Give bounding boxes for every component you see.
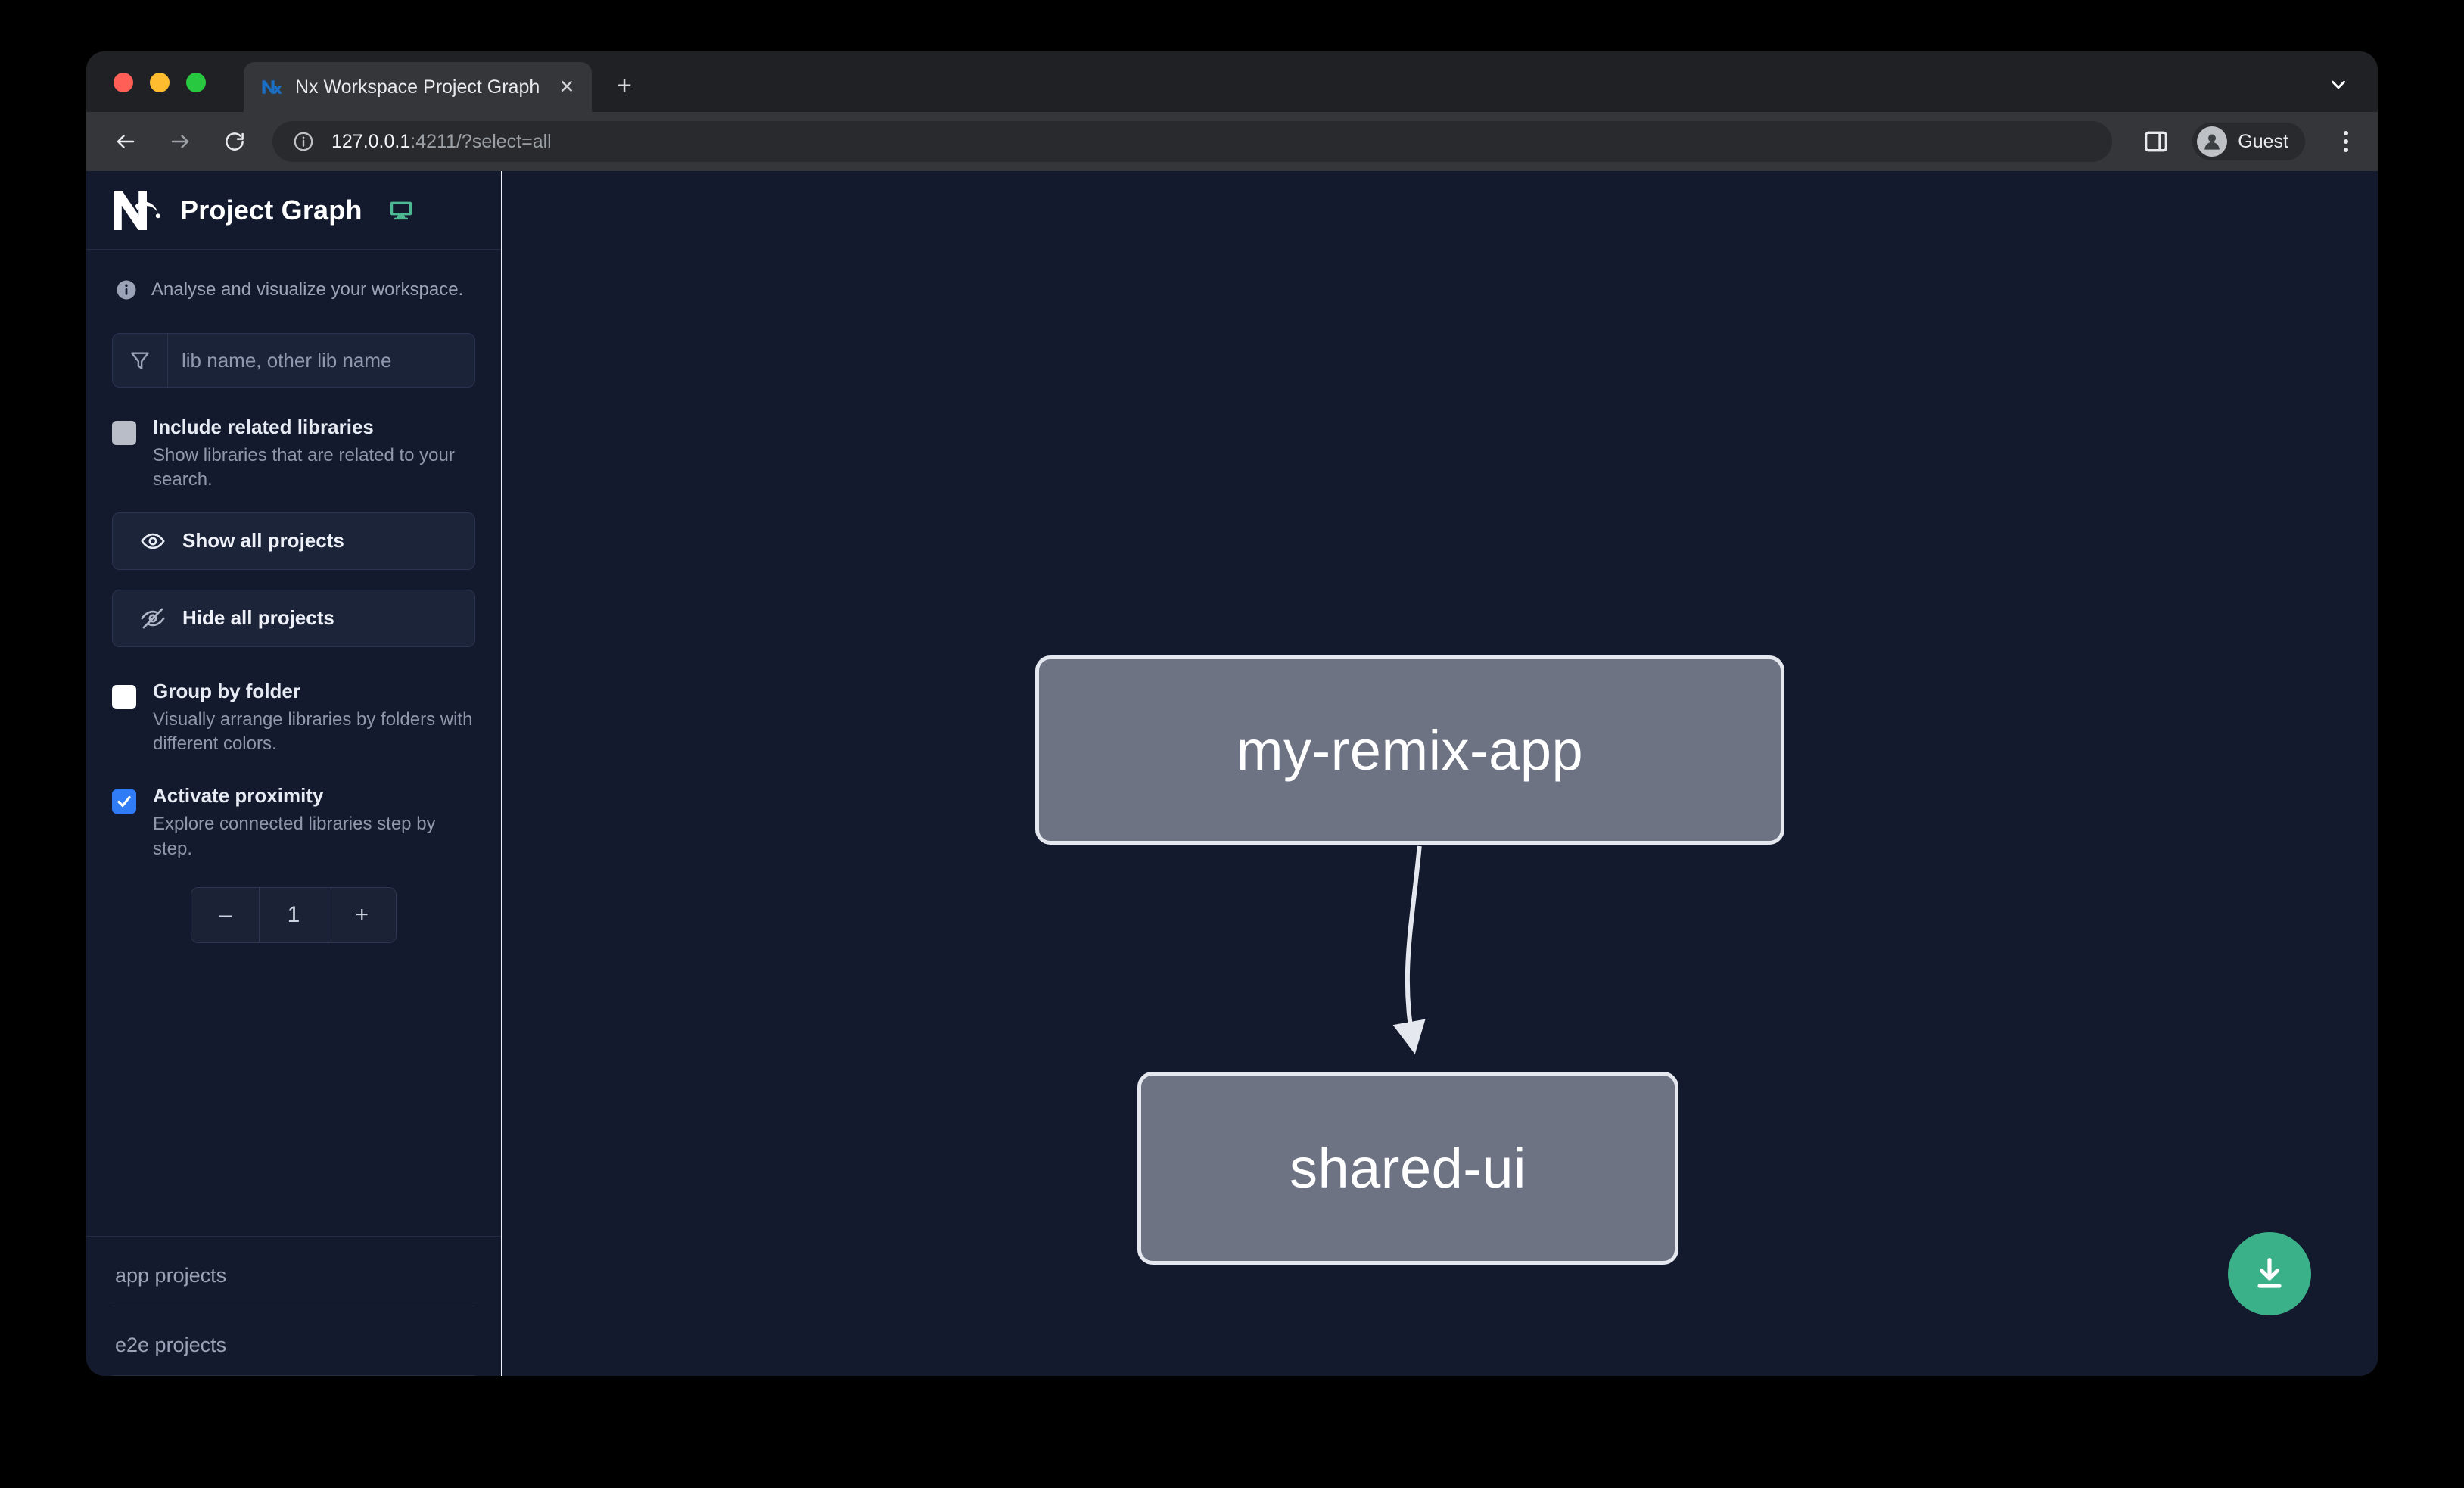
- project-graph-canvas[interactable]: my-remix-app shared-ui: [502, 171, 2378, 1376]
- tab-strip: Nx Workspace Project Graph ✕ +: [86, 51, 2378, 112]
- browser-window: Nx Workspace Project Graph ✕ +: [86, 51, 2378, 1376]
- minimize-window-button[interactable]: [150, 73, 170, 92]
- filter-box[interactable]: [112, 333, 475, 388]
- show-all-projects-label: Show all projects: [182, 529, 344, 553]
- option-label: Group by folder: [153, 679, 300, 702]
- avatar: [2197, 126, 2228, 157]
- proximity-stepper[interactable]: – 1 +: [191, 887, 397, 944]
- tagline-text: Analyse and visualize your workspace.: [151, 279, 464, 300]
- activate-proximity-checkbox[interactable]: [112, 789, 136, 814]
- tab-title: Nx Workspace Project Graph: [295, 76, 540, 98]
- option-label: Include related libraries: [153, 416, 374, 438]
- proximity-value: 1: [259, 888, 328, 943]
- info-icon: [115, 279, 138, 301]
- download-image-button[interactable]: [2228, 1232, 2311, 1315]
- sidebar-section-app-projects[interactable]: app projects: [112, 1237, 475, 1306]
- monitor-icon[interactable]: [388, 198, 414, 223]
- option-group-by-folder[interactable]: Group by folder Visually arrange librari…: [112, 680, 475, 757]
- window-traffic-lights: [114, 73, 206, 92]
- search-input[interactable]: [168, 334, 474, 387]
- close-window-button[interactable]: [114, 73, 133, 92]
- hide-all-projects-button[interactable]: Hide all projects: [112, 589, 475, 647]
- option-activate-proximity[interactable]: Activate proximity Explore connected lib…: [112, 784, 475, 861]
- option-label: Activate proximity: [153, 784, 324, 808]
- three-dots-vertical-icon[interactable]: [2331, 125, 2361, 158]
- url-host: 127.0.0.1: [331, 130, 411, 152]
- url-path: :4211/?select=all: [410, 130, 552, 152]
- sidebar: Project Graph Analy: [86, 171, 521, 1376]
- arrow-left-icon[interactable]: [109, 125, 142, 158]
- address-bar-text: 127.0.0.1:4211/?select=all: [331, 131, 552, 153]
- show-all-projects-button[interactable]: Show all projects: [112, 512, 475, 570]
- page-title: Project Graph: [180, 194, 362, 226]
- proximity-decrement-button[interactable]: –: [191, 888, 260, 943]
- profile-chip[interactable]: Guest: [2192, 123, 2305, 160]
- eye-icon: [140, 528, 166, 554]
- graph-node-shared-ui[interactable]: shared-ui: [1137, 1072, 1678, 1265]
- hide-all-projects-label: Hide all projects: [182, 606, 334, 630]
- close-icon[interactable]: ✕: [558, 76, 575, 98]
- new-tab-button[interactable]: +: [617, 71, 632, 100]
- side-panel-icon[interactable]: [2141, 126, 2171, 157]
- arrow-right-icon[interactable]: [163, 125, 197, 158]
- sidebar-header: Project Graph: [86, 171, 501, 250]
- sidebar-section-e2e-projects[interactable]: e2e projects: [112, 1306, 475, 1376]
- graph-node-my-remix-app[interactable]: my-remix-app: [1035, 655, 1784, 845]
- info-circle-icon[interactable]: [292, 130, 315, 153]
- option-description: Show libraries that are related to your …: [153, 444, 455, 490]
- nx-logo-icon: [112, 189, 163, 232]
- option-description: Explore connected libraries step by step…: [153, 814, 436, 859]
- page-content: Project Graph Analy: [86, 171, 2378, 1376]
- maximize-window-button[interactable]: [186, 73, 206, 92]
- proximity-increment-button[interactable]: +: [327, 888, 396, 943]
- address-bar[interactable]: 127.0.0.1:4211/?select=all: [272, 121, 2113, 162]
- chevron-down-icon[interactable]: [2322, 68, 2355, 101]
- tagline: Analyse and visualize your workspace.: [112, 250, 475, 301]
- browser-toolbar: 127.0.0.1:4211/?select=all Guest: [86, 112, 2378, 171]
- browser-tab[interactable]: Nx Workspace Project Graph ✕: [244, 62, 592, 112]
- sidebar-body: Analyse and visualize your workspace.: [86, 250, 501, 1203]
- profile-label: Guest: [2238, 130, 2288, 152]
- group-by-folder-checkbox[interactable]: [112, 684, 136, 709]
- nx-logo-icon: [260, 76, 283, 98]
- include-related-libraries-checkbox[interactable]: [112, 421, 136, 445]
- option-description: Visually arrange libraries by folders wi…: [153, 708, 473, 754]
- funnel-icon: [113, 348, 167, 372]
- option-include-related-libraries[interactable]: Include related libraries Show libraries…: [112, 416, 475, 493]
- sidebar-sections: app projects e2e projects: [86, 1236, 501, 1376]
- graph-edge-my-remix-app-to-shared-ui: [1392, 845, 1426, 1054]
- eye-off-icon: [140, 605, 166, 631]
- filter-divider: [167, 334, 168, 387]
- reload-icon[interactable]: [218, 125, 251, 158]
